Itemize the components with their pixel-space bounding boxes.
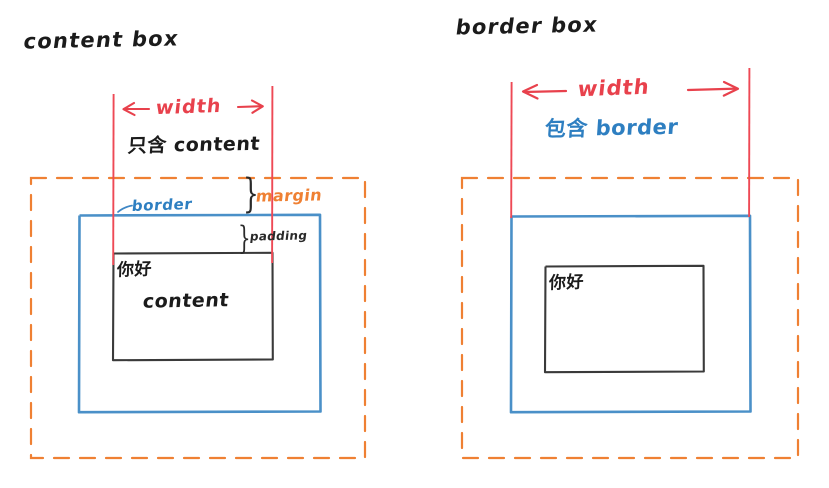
left-width-note: 只含 content bbox=[127, 132, 261, 158]
right-panel-title: border box bbox=[454, 12, 600, 40]
left-content-latin-text: content bbox=[141, 289, 231, 313]
left-content-cjk-text: 你好 bbox=[116, 259, 153, 281]
left-annotation-padding: padding bbox=[249, 228, 309, 244]
right-content-box bbox=[543, 264, 705, 374]
left-padding-brace: } bbox=[238, 219, 251, 257]
left-width-guides bbox=[112, 85, 274, 266]
right-width-arrow bbox=[521, 80, 740, 100]
left-margin-brace: } bbox=[243, 171, 259, 217]
right-width-note: 包含 border bbox=[543, 114, 680, 142]
right-width-guides bbox=[510, 67, 751, 219]
left-content-box bbox=[111, 251, 274, 362]
right-content-cjk-text: 你好 bbox=[548, 272, 585, 294]
left-margin-box bbox=[29, 176, 367, 460]
left-annotation-margin: margin bbox=[254, 185, 324, 206]
left-border-pointer bbox=[117, 204, 133, 213]
left-panel-title: content box bbox=[22, 26, 181, 54]
left-width-arrow bbox=[122, 99, 264, 117]
right-width-label: width bbox=[576, 74, 652, 102]
left-annotation-border: border bbox=[130, 194, 194, 216]
right-margin-box bbox=[460, 176, 800, 460]
right-border-box bbox=[509, 214, 752, 414]
left-border-box bbox=[77, 213, 322, 414]
left-width-label: width bbox=[154, 94, 223, 120]
